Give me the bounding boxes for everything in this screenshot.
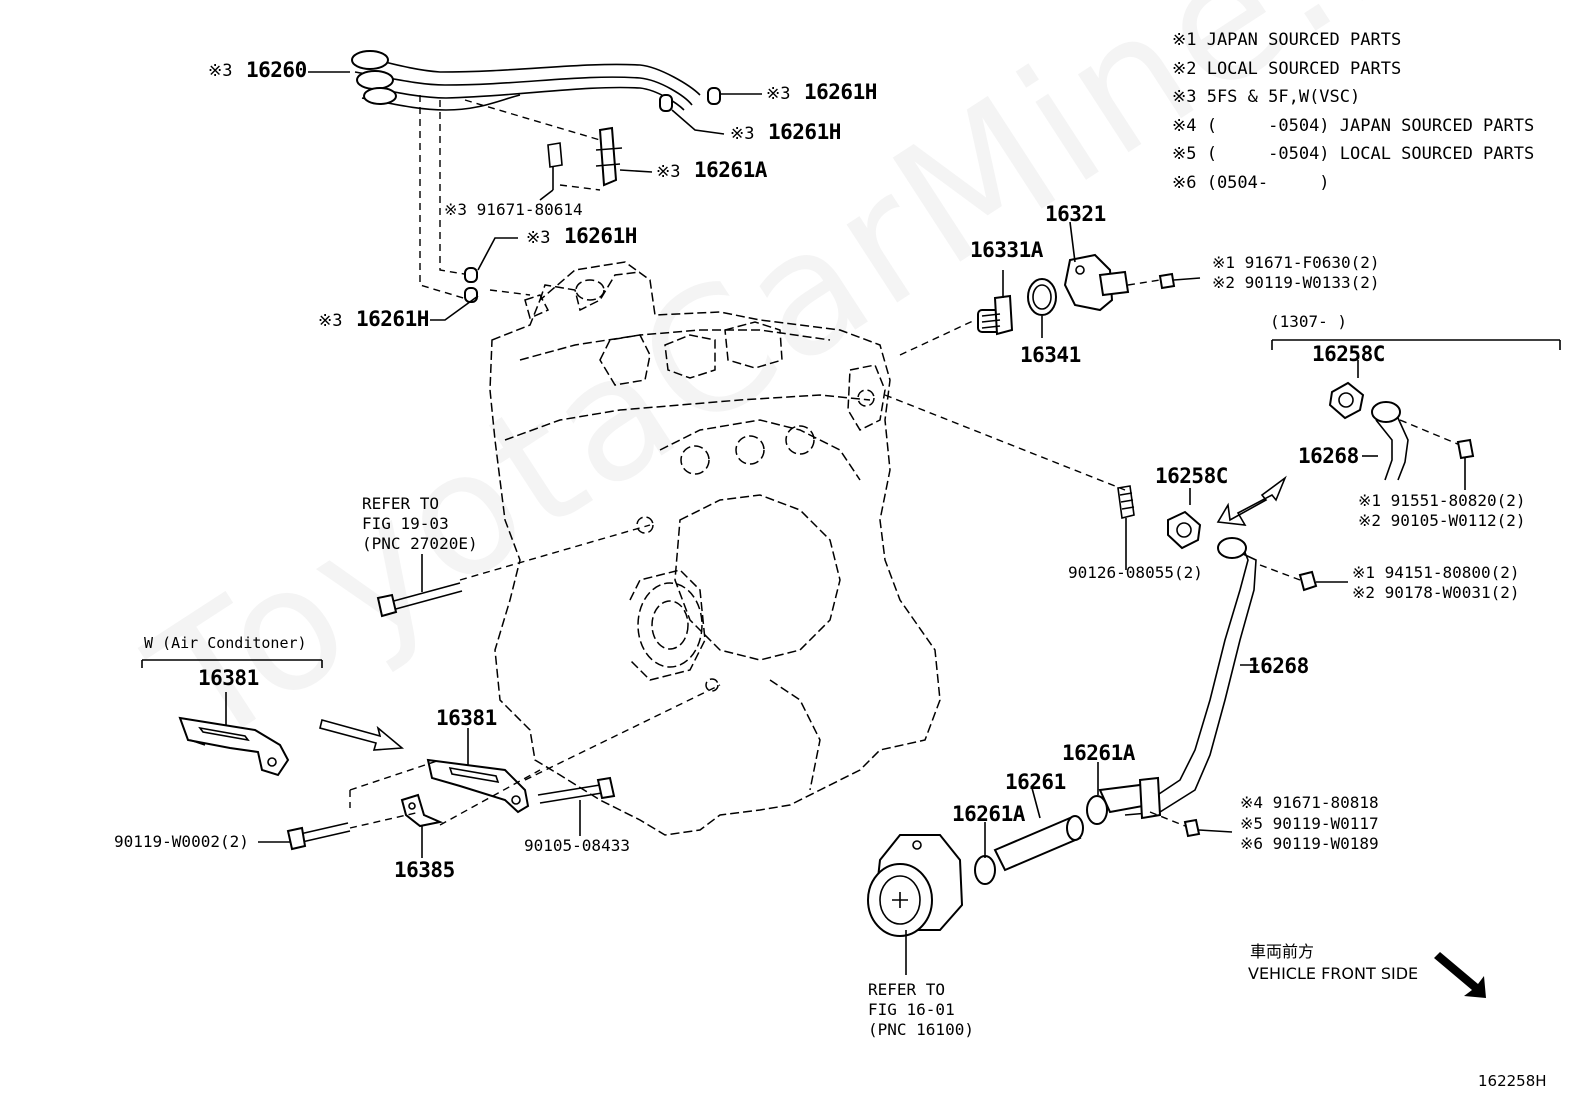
gasket-16258C-mid xyxy=(1167,510,1202,550)
water-pipe-16268 xyxy=(1098,537,1257,820)
hose-16261 xyxy=(993,815,1084,872)
note-mark: ※3 xyxy=(208,61,233,81)
long-bolt xyxy=(376,582,463,618)
note-mark: ※3 xyxy=(318,311,343,331)
bolt-part-number[interactable]: ※1 91671-F0630(2) xyxy=(1212,253,1380,272)
legend-item: ※5 ( -0504) LOCAL SOURCED PARTS xyxy=(1172,144,1535,164)
bolt-part-number[interactable]: ※2 90105-W0112(2) xyxy=(1358,511,1526,530)
legend-item: ※3 5FS & 5F,W(VSC) xyxy=(1172,87,1361,107)
vehicle-front-arrow xyxy=(1434,952,1486,998)
refer-note[interactable]: REFER TO FIG 16-01 (PNC 16100) xyxy=(868,980,974,1039)
refer-note[interactable]: REFER TO FIG 19-03 (PNC 27020E) xyxy=(362,494,478,553)
option-note: W (Air Conditoner) xyxy=(144,634,307,652)
part-number-16260[interactable]: 16260 xyxy=(246,58,307,82)
engine-block xyxy=(489,261,941,836)
part-number-16261H[interactable]: 16261H xyxy=(356,307,429,331)
nut-part-number[interactable]: ※1 94151-80800(2) xyxy=(1352,563,1520,582)
part-number-16261A[interactable]: 16261A xyxy=(1062,741,1135,765)
legend-item: ※2 LOCAL SOURCED PARTS xyxy=(1172,58,1402,79)
clamp-16261A-lower xyxy=(974,795,1108,885)
bolt-part-number[interactable]: ※2 90119-W0133(2) xyxy=(1212,273,1380,292)
part-number-16261A[interactable]: 16261A xyxy=(694,158,767,182)
stud-part-number[interactable]: 90126-08055(2) xyxy=(1068,563,1203,582)
clamp-16261A-top xyxy=(547,126,623,190)
bolt-part-number[interactable]: ※1 91551-80820(2) xyxy=(1358,491,1526,510)
part-number-16381[interactable]: 16381 xyxy=(436,706,497,730)
water-pipe-16268-top xyxy=(1371,401,1409,481)
note-mark: ※3 xyxy=(526,228,551,248)
part-number-16321[interactable]: 16321 xyxy=(1045,202,1106,226)
legend-item: ※1 JAPAN SOURCED PARTS xyxy=(1172,30,1402,50)
front-direction-jp: 車両前方 xyxy=(1250,942,1315,961)
water-pump-16100 xyxy=(867,834,964,937)
legend-item: ※4 ( -0504) JAPAN SOURCED PARTS xyxy=(1172,115,1535,136)
nut-part-number[interactable]: ※2 90178-W0031(2) xyxy=(1352,583,1520,602)
part-number-16258C[interactable]: 16258C xyxy=(1312,342,1385,366)
part-number-16268[interactable]: 16268 xyxy=(1248,654,1309,678)
part-number-16258C[interactable]: 16258C xyxy=(1155,464,1228,488)
note-mark: ※3 xyxy=(656,162,681,182)
gasket-16341 xyxy=(1027,278,1057,316)
note-mark: ※3 xyxy=(766,84,791,104)
bracket-16381-left xyxy=(178,716,290,777)
bolt-part-number[interactable]: ※6 90119-W0189 xyxy=(1240,834,1379,853)
gasket-16258C-top xyxy=(1328,381,1365,420)
part-number-16261H[interactable]: 16261H xyxy=(768,120,841,144)
bypass-pipe-16260 xyxy=(351,50,721,112)
figure-id: 162258H xyxy=(1478,1072,1547,1090)
bolt-part-number[interactable]: 90105-08433 xyxy=(524,836,630,855)
bolt-part-number[interactable]: ※3 91671-80614 xyxy=(444,200,583,219)
front-direction-en: VEHICLE FRONT SIDE xyxy=(1248,964,1419,983)
part-number-16331A[interactable]: 16331A xyxy=(970,238,1043,262)
date-range: (1307- ) xyxy=(1270,312,1348,331)
water-inlet-16321 xyxy=(1063,253,1130,312)
bolt-part-number[interactable]: ※4 91671-80818 xyxy=(1240,793,1379,812)
part-number-16261H[interactable]: 16261H xyxy=(564,224,637,248)
part-number-16381[interactable]: 16381 xyxy=(198,666,259,690)
thermostat-16331A xyxy=(977,294,1014,336)
bolt-90105-08433 xyxy=(537,776,616,804)
legend: ※1 JAPAN SOURCED PARTS ※2 LOCAL SOURCED … xyxy=(1172,30,1534,201)
part-number-16261A[interactable]: 16261A xyxy=(952,802,1025,826)
part-number-16261H[interactable]: 16261H xyxy=(804,80,877,104)
part-number-16268[interactable]: 16268 xyxy=(1298,444,1359,468)
part-number-16261[interactable]: 16261 xyxy=(1005,770,1066,794)
bolt-90119-W0002 xyxy=(286,822,351,851)
bolt-part-number[interactable]: ※5 90119-W0117 xyxy=(1240,814,1379,833)
note-mark: ※3 xyxy=(730,124,755,144)
bracket-16381-mid xyxy=(426,758,530,814)
bolt-part-number[interactable]: 90119-W0002(2) xyxy=(114,832,249,851)
legend-item: ※6 (0504- ) xyxy=(1172,172,1330,193)
bracket-16385 xyxy=(400,793,444,828)
stud-90126 xyxy=(1117,485,1135,570)
part-number-16341[interactable]: 16341 xyxy=(1020,343,1081,367)
part-number-16385[interactable]: 16385 xyxy=(394,858,455,882)
